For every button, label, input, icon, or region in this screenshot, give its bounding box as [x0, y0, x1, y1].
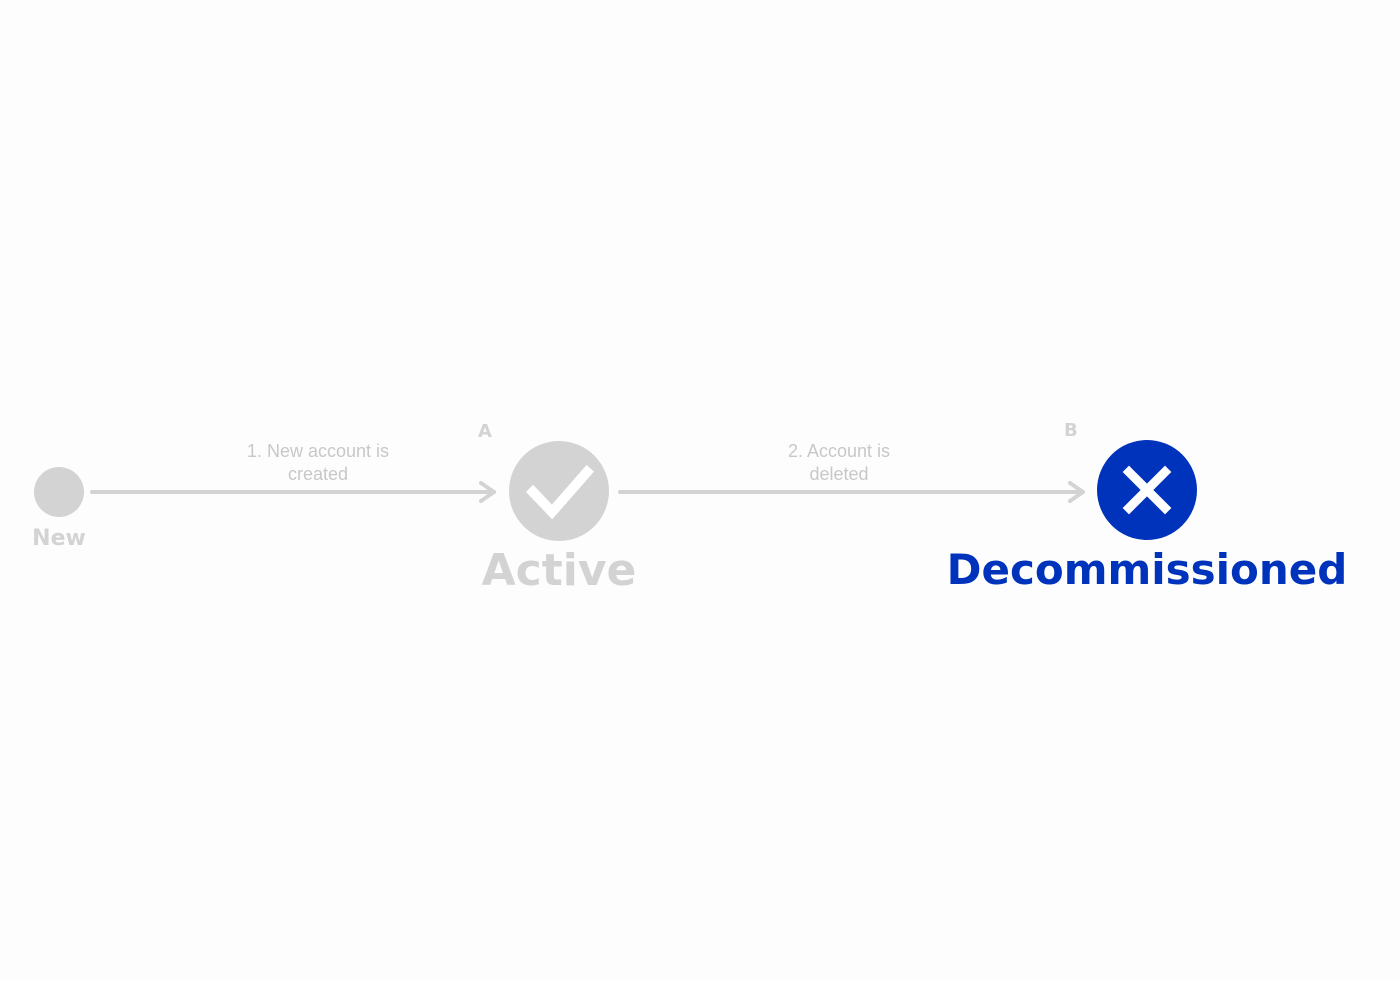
- dot-icon: [34, 467, 84, 517]
- transition-label-line2: deleted: [809, 464, 869, 484]
- transition-label-active-decommissioned: 2. Account is deleted: [739, 440, 939, 486]
- state-marker-decommissioned: B: [1064, 420, 1078, 441]
- transition-label-new-active: 1. New account is created: [218, 440, 418, 486]
- transition-label-line2: created: [287, 464, 349, 484]
- checkmark-icon: [509, 441, 609, 541]
- transition-arrow-new-active: [90, 481, 496, 503]
- transition-arrow-active-decommissioned: [618, 481, 1085, 503]
- transition-label-line1: 2. Account is: [787, 441, 891, 461]
- transition-label-line1: 1. New account is: [246, 441, 390, 461]
- close-icon: [1097, 440, 1197, 540]
- state-label-active: Active: [481, 545, 637, 596]
- state-label-new: New: [32, 526, 86, 551]
- state-marker-active: A: [478, 421, 492, 442]
- state-label-decommissioned: Decommissioned: [946, 545, 1348, 594]
